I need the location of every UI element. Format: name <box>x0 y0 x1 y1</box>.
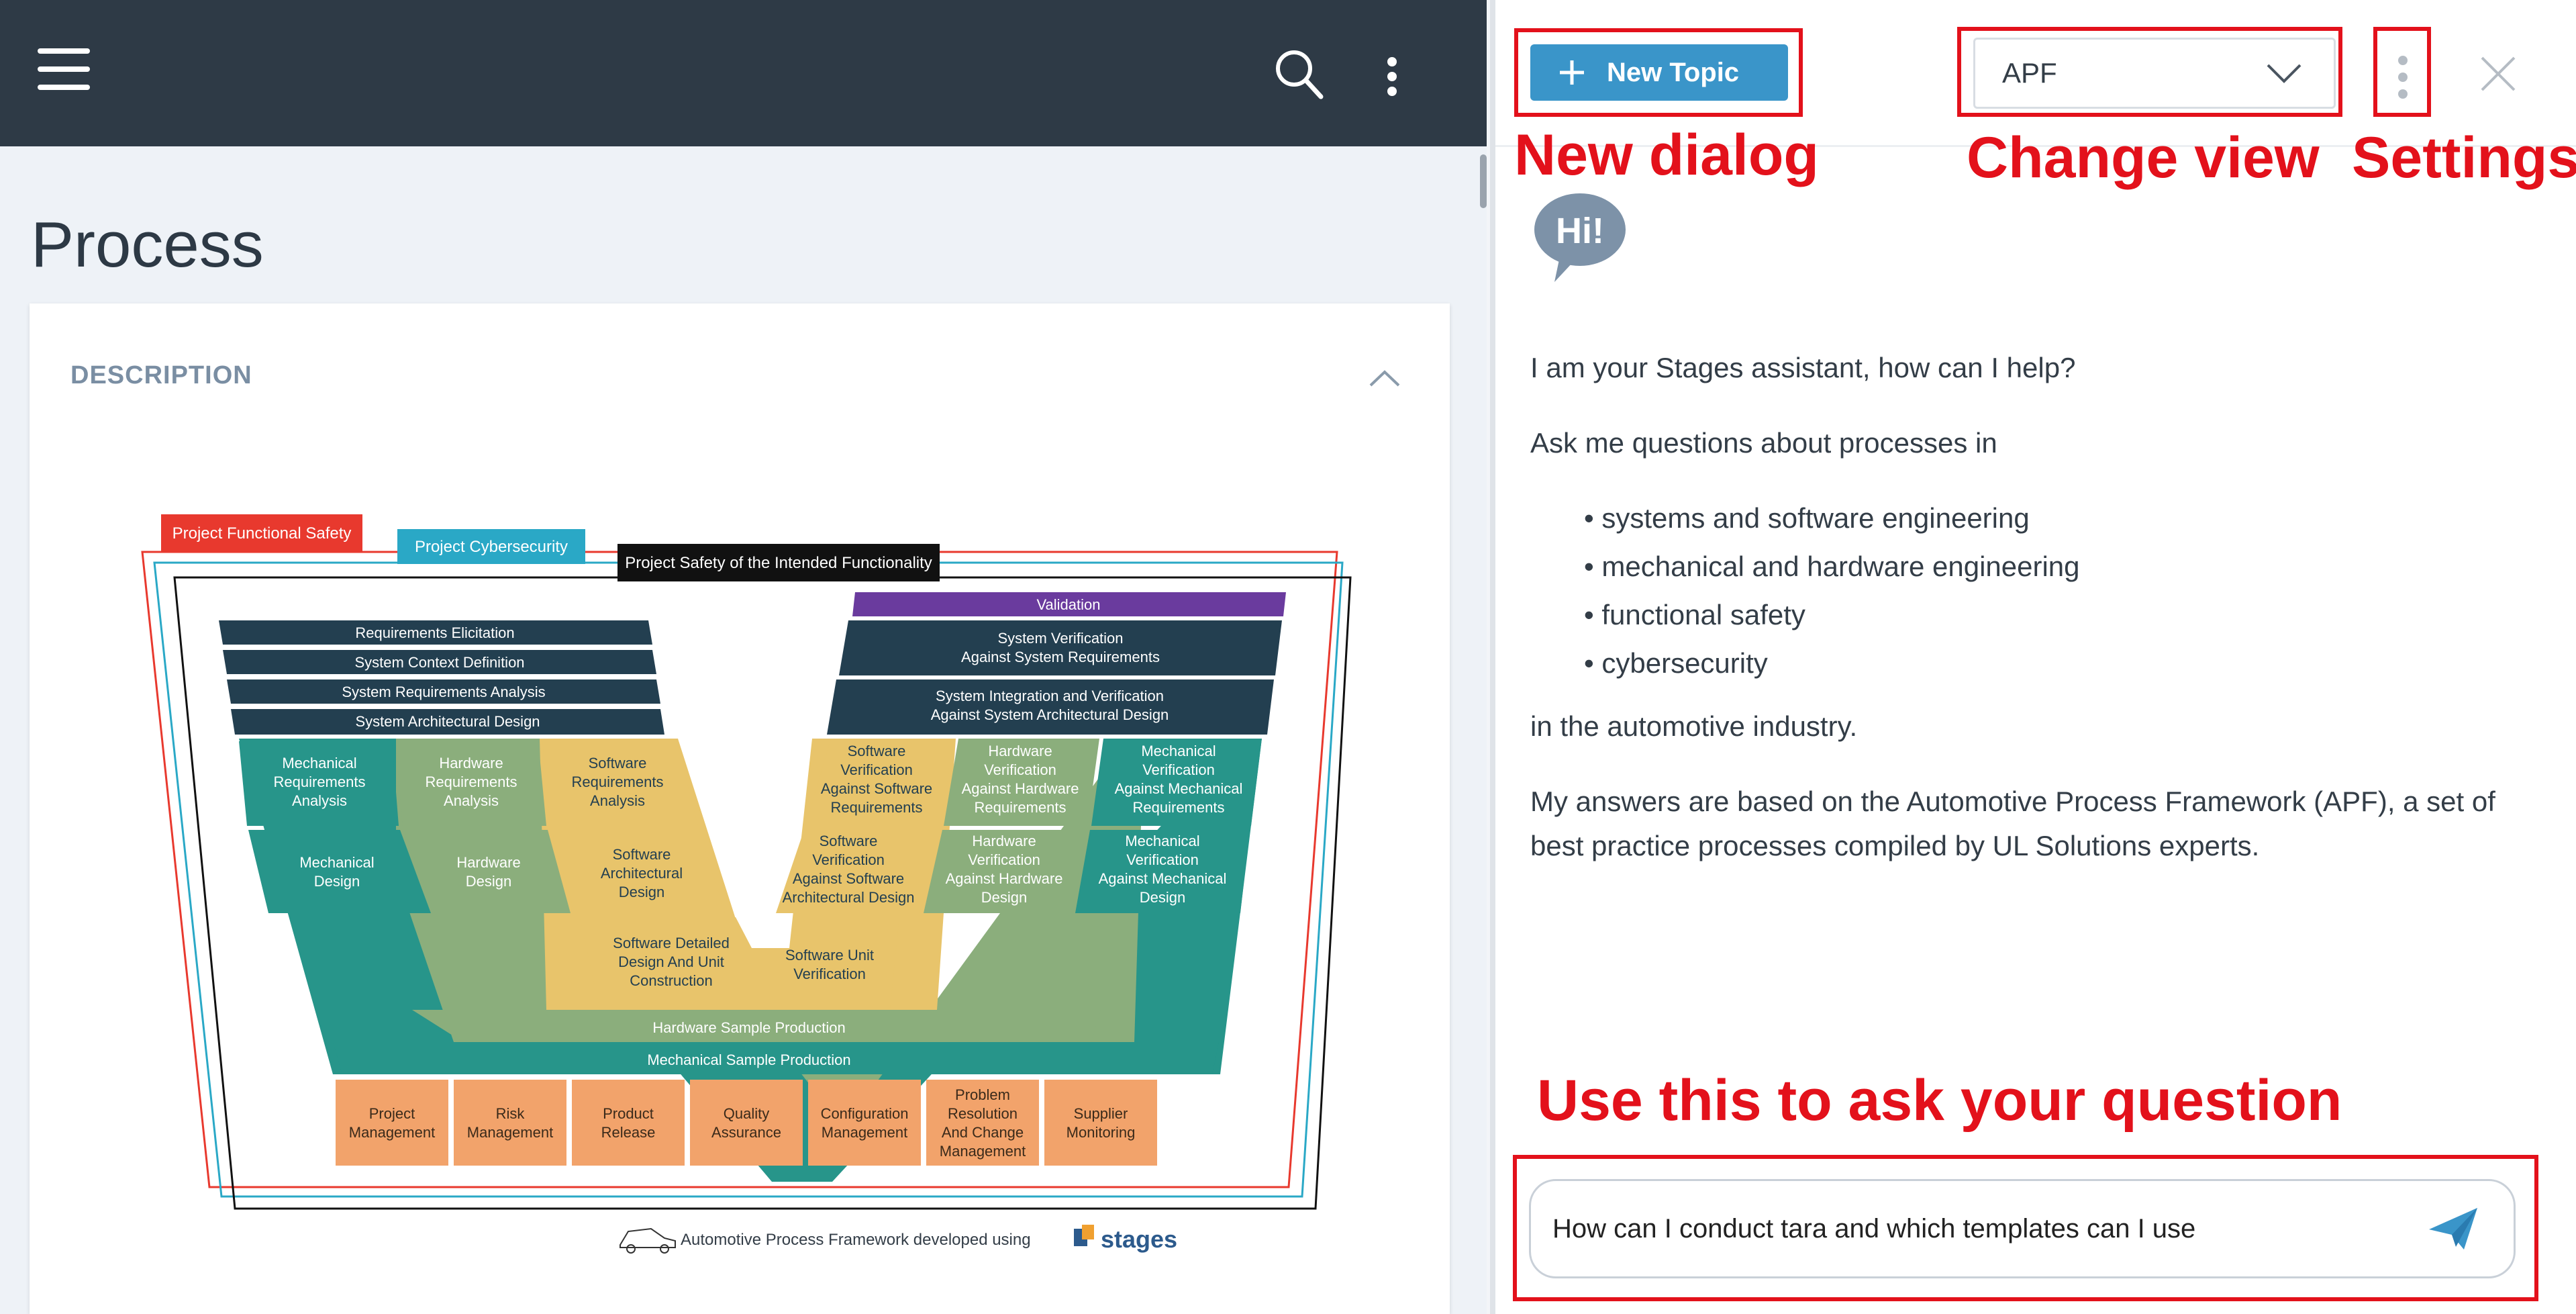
apf-v-model-diagram: Project Functional Safety Project Cybers… <box>141 514 1352 1254</box>
apf-footer-text: Automotive Process Framework developed u… <box>681 1231 1031 1249</box>
car-icon <box>620 1227 676 1254</box>
question-input[interactable]: How can I conduct tara and which templat… <box>1529 1179 2516 1278</box>
new-topic-button[interactable]: New Topic <box>1530 44 1788 101</box>
hamburger-menu-icon[interactable] <box>38 48 90 90</box>
annotation-box-new-dialog <box>1514 28 1803 117</box>
list-item: • mechanical and hardware engineering <box>1584 551 2080 582</box>
requirements-elicitation-label: Requirements Elicitation <box>355 624 514 641</box>
view-select[interactable]: APF <box>1973 38 2336 109</box>
tab-cybersecurity <box>397 529 585 564</box>
annotation-settings: Settings <box>2352 126 2576 190</box>
system-integration-label: System Integration and Verification <box>936 688 1164 704</box>
hi-speech-bubble-icon: Hi! <box>1534 193 1626 282</box>
annotation-box-ask-question <box>1513 1155 2538 1301</box>
more-vertical-icon[interactable] <box>1385 56 1399 97</box>
hi-badge-text: Hi! <box>1556 211 1604 251</box>
tab-sotif-label: Project Safety of the Intended Functiona… <box>625 554 932 572</box>
panel-header-divider <box>1495 145 2576 147</box>
hardware-sample-label: Hardware Sample Production <box>652 1019 845 1036</box>
list-item: • functional safety <box>1584 599 1805 630</box>
chevron-down-icon <box>2267 64 2301 83</box>
mechanical-sample-label: Mechanical Sample Production <box>647 1051 850 1068</box>
annotation-change-view: Change view <box>1967 126 2320 190</box>
system-integration-label-2: Against System Architectural Design <box>931 706 1169 723</box>
assistant-industry: in the automotive industry. <box>1530 710 1858 742</box>
system-context-label: System Context Definition <box>354 654 524 671</box>
assistant-greeting: I am your Stages assistant, how can I he… <box>1530 352 2076 383</box>
system-requirements-label: System Requirements Analysis <box>342 684 545 700</box>
close-icon[interactable] <box>2479 55 2517 93</box>
view-select-value: APF <box>2002 57 2057 89</box>
new-topic-label: New Topic <box>1607 57 1740 87</box>
annotation-ask-question: Use this to ask your question <box>1537 1068 2342 1133</box>
system-architectural-label: System Architectural Design <box>355 713 540 730</box>
stages-brand-text: stages <box>1101 1225 1177 1253</box>
system-verification-label-2: Against System Requirements <box>961 649 1160 665</box>
annotation-box-change-view <box>1957 27 2342 117</box>
annotation-box-settings <box>2373 27 2431 117</box>
top-app-bar <box>0 0 1487 146</box>
tab-functional-safety-label: Project Functional Safety <box>172 524 352 543</box>
system-verification-label: System Verification <box>997 630 1123 647</box>
list-item: • cybersecurity <box>1584 647 1768 679</box>
tab-cybersecurity-label: Project Cybersecurity <box>415 538 568 556</box>
stages-logo-icon <box>1074 1225 1094 1246</box>
assistant-answers-line-2: best practice processes compiled by UL S… <box>1530 830 2260 861</box>
scrollbar-thumb[interactable] <box>1480 154 1487 208</box>
collapse-chevron-up-icon[interactable] <box>1368 368 1401 388</box>
tab-sotif <box>617 544 940 581</box>
question-input-value: How can I conduct tara and which templat… <box>1552 1213 2196 1243</box>
assistant-panel <box>1490 0 2576 1314</box>
search-icon[interactable] <box>1274 48 1324 99</box>
description-heading: DESCRIPTION <box>70 361 252 389</box>
list-item: • systems and software engineering <box>1584 502 2030 534</box>
send-paper-plane-icon[interactable] <box>2426 1205 2480 1252</box>
settings-more-icon[interactable] <box>2395 54 2411 101</box>
page-title: Process <box>31 209 264 281</box>
topic-list: • systems and software engineering • mec… <box>1584 502 2080 679</box>
tab-functional-safety <box>161 514 362 552</box>
annotation-new-dialog: New dialog <box>1514 123 1819 187</box>
assistant-answers-line-1: My answers are based on the Automotive P… <box>1530 786 2495 817</box>
assistant-intro: Ask me questions about processes in <box>1530 427 1997 459</box>
plus-icon <box>1560 60 1584 85</box>
validation-label: Validation <box>1037 596 1101 613</box>
